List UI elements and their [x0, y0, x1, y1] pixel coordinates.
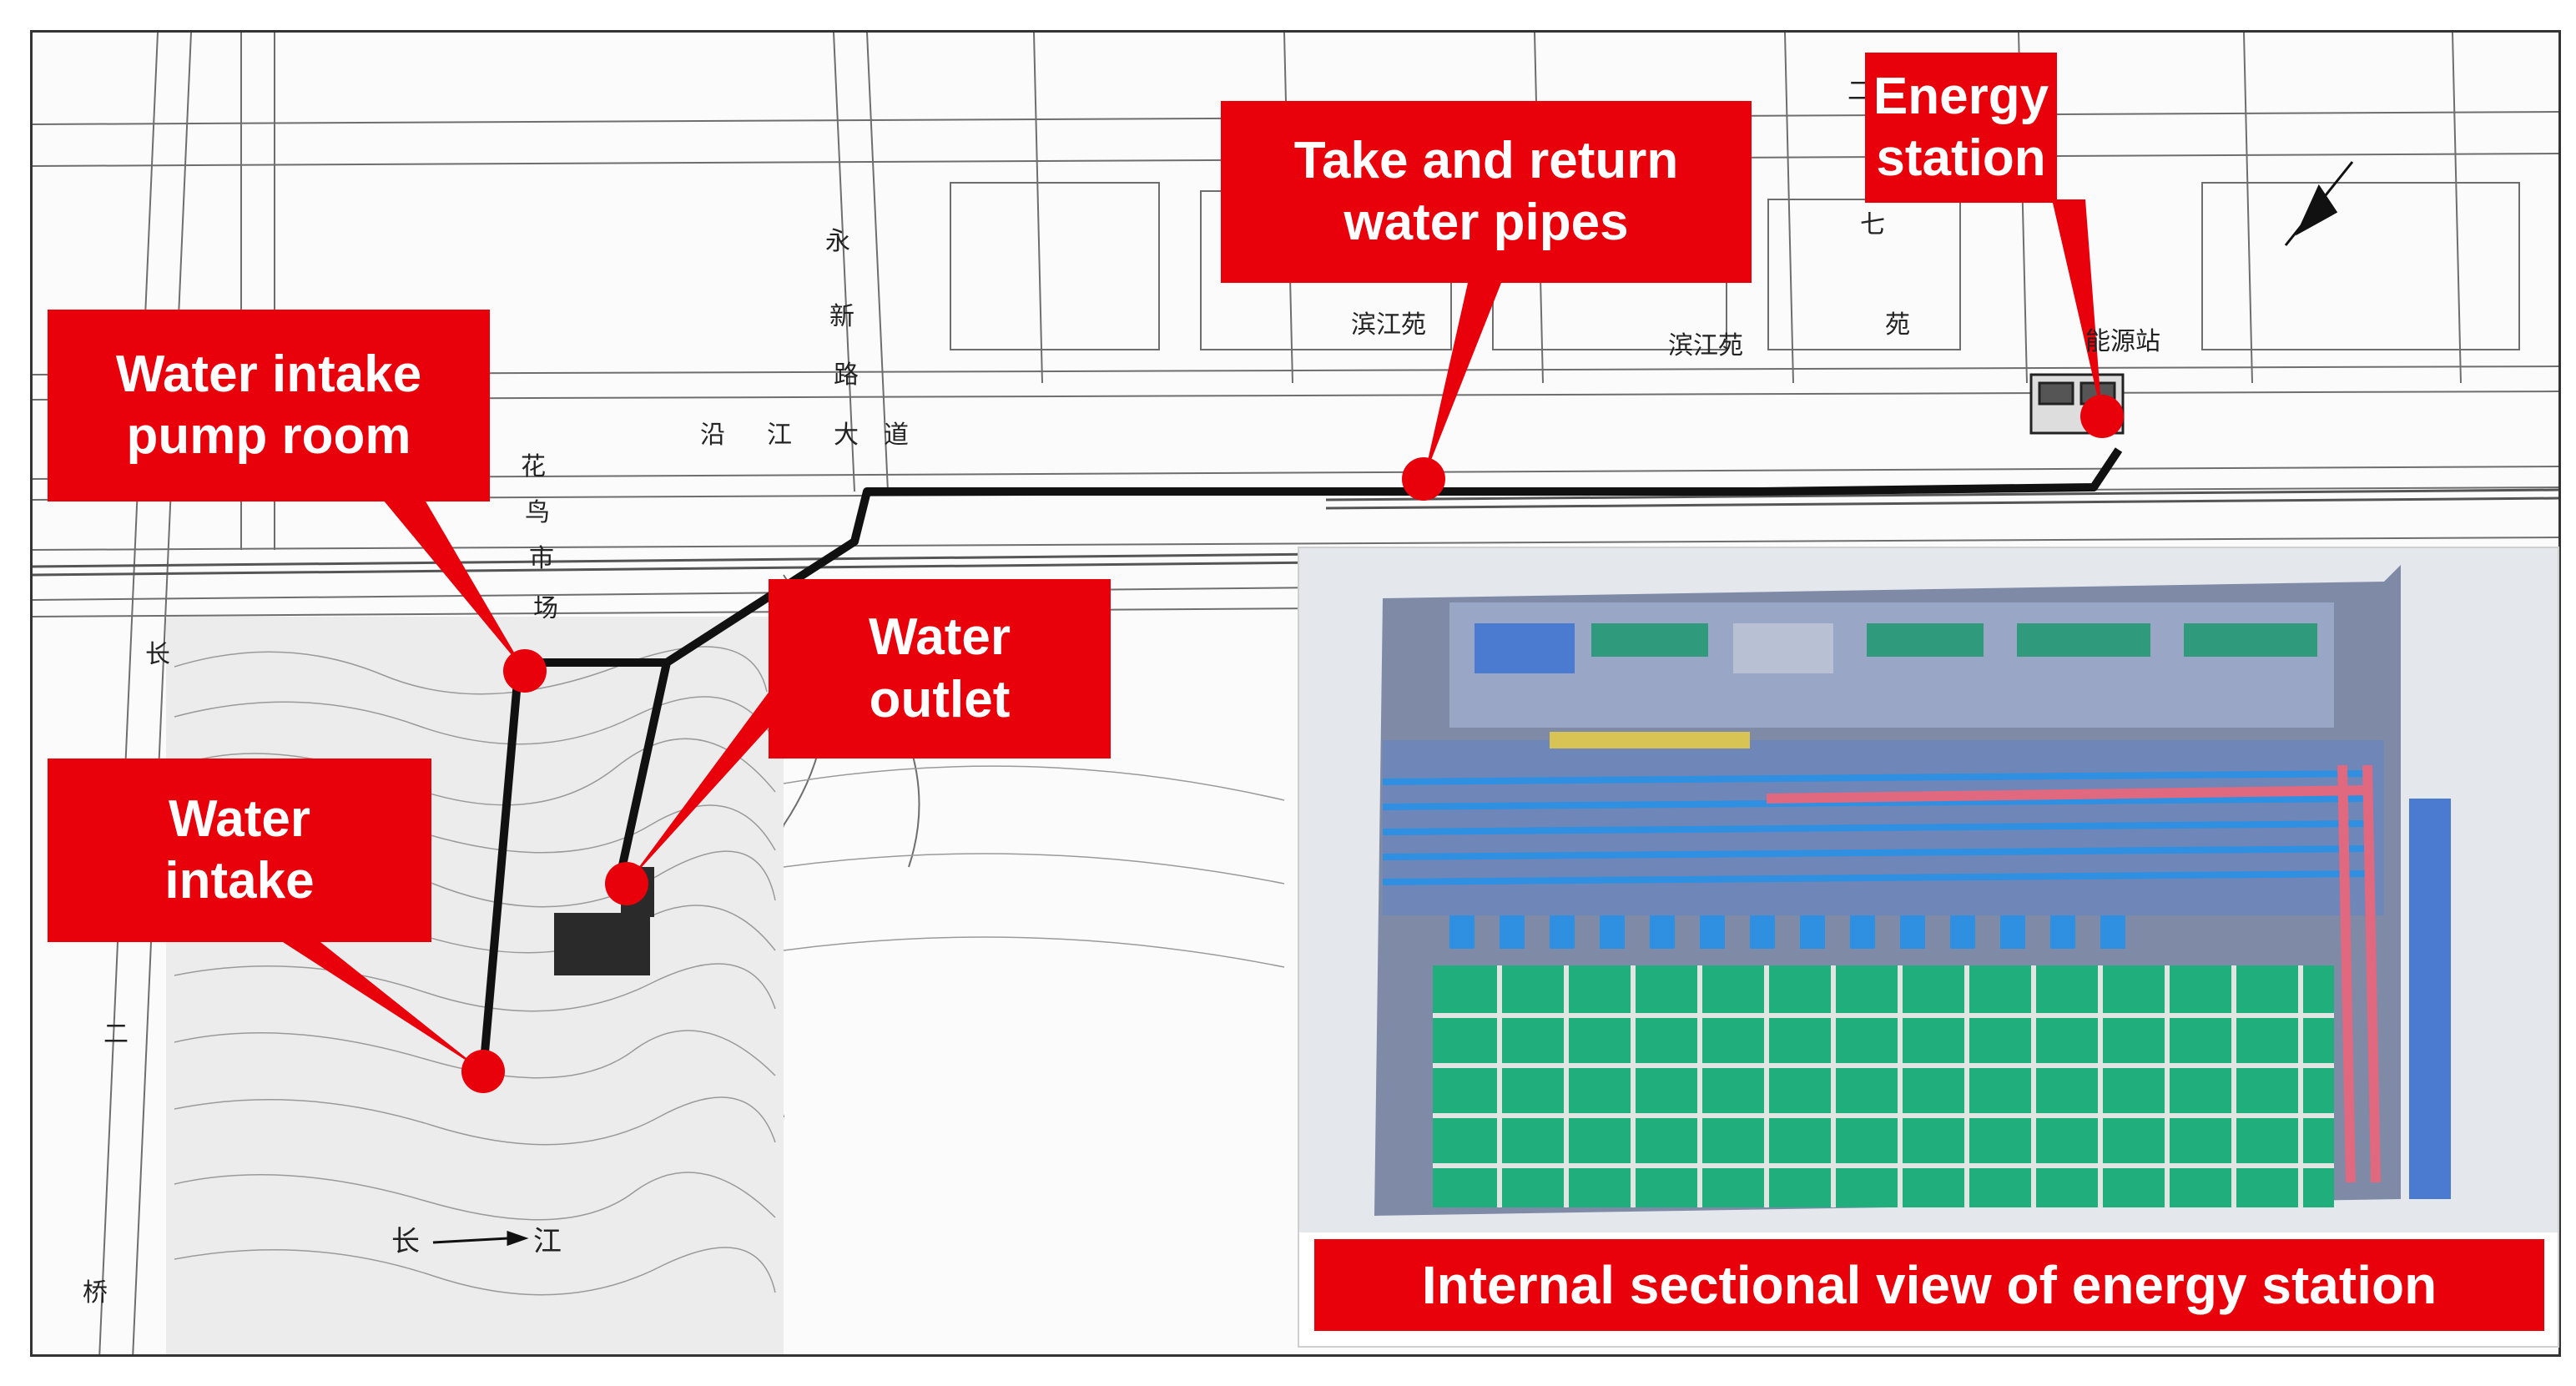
map-label: 永 [825, 227, 850, 256]
panel-caption: Internal sectional view of energy statio… [1314, 1239, 2544, 1331]
callout-line: Water [169, 789, 310, 848]
road-network [33, 33, 2558, 1354]
callout-water-intake: Water intake [48, 759, 431, 942]
river-direction-arrow [432, 1230, 529, 1247]
map-label: 滨江苑 [1668, 331, 1743, 360]
river-terrain [166, 617, 1285, 1354]
callout-line: station [1876, 129, 2046, 187]
callout-line: water pipes [1343, 194, 1629, 251]
map-label: 二 [103, 1020, 129, 1049]
callout-line: Energy [1873, 67, 2049, 125]
compass-icon [2284, 161, 2354, 246]
map-label: 大 [834, 421, 859, 450]
map-label: 路 [834, 360, 859, 390]
callout-line: intake [164, 852, 315, 910]
callout-line: Take and return [1293, 131, 1679, 189]
callout-pipes: Take and return water pipes [1221, 101, 1752, 283]
callout-pump-room: Water intake pump room [48, 310, 490, 501]
map-label: 江 [767, 421, 792, 450]
site-map: 沿 江 大 道 永 新 路 花 鸟 市 场 长 二 桥 滨江苑 滨江苑 能源站 … [33, 33, 2558, 1354]
callout-water-outlet: Water outlet [769, 579, 1111, 759]
callout-line: outlet [869, 670, 1011, 728]
callout-line: pump room [126, 407, 411, 465]
sectional-view-illustration [1299, 548, 2558, 1232]
callout-line: Water [869, 608, 1011, 667]
sectional-view-panel: Internal sectional view of energy statio… [1298, 547, 2559, 1348]
map-label: 新 [829, 302, 854, 331]
map-label: 鸟 [525, 498, 550, 527]
callout-pointers [283, 199, 2102, 1071]
map-label: 苑 [1885, 310, 1910, 340]
map-label: 道 [884, 421, 909, 450]
map-label: 能源站 [2085, 327, 2160, 356]
map-label: 市 [529, 544, 554, 573]
callout-energy-station: Energy station [1865, 53, 2057, 203]
map-label: 长 [391, 1225, 420, 1258]
rail-line [33, 488, 2558, 577]
map-label: 滨江苑 [1351, 310, 1426, 340]
map-label: 花 [521, 452, 546, 481]
map-label: 江 [533, 1225, 562, 1258]
map-label: 场 [533, 594, 558, 623]
map-label: 沿 [700, 421, 725, 450]
map-label: 长 [145, 640, 170, 669]
map-label: 七 [1860, 210, 1885, 239]
map-label: 桥 [83, 1278, 108, 1308]
callout-line: Water intake [115, 345, 422, 403]
